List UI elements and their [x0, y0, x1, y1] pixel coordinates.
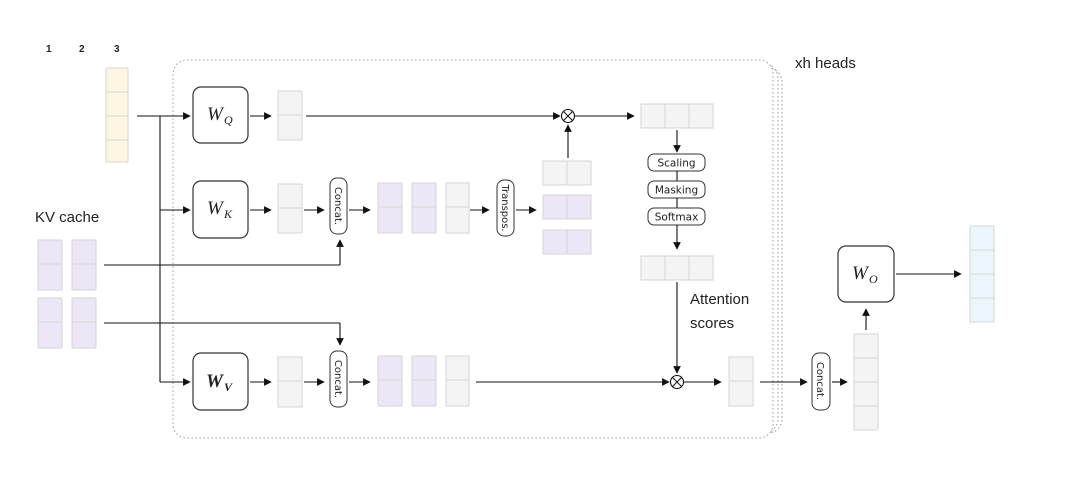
softmax-box: Softmax [647, 207, 706, 226]
q-vector [277, 90, 303, 141]
concat-v-box: Concat. [329, 350, 348, 408]
heads-label: xh heads [795, 55, 856, 72]
wo-sub: O [869, 272, 878, 286]
input-lines [137, 112, 191, 386]
attention-row-top [640, 103, 714, 129]
concat-v-label: Concat. [332, 360, 343, 398]
token-index-3: 3 [114, 44, 120, 55]
attention-scores-line1: Attention [690, 291, 749, 308]
token-index-1: 1 [46, 44, 52, 55]
k-transposed [542, 160, 592, 255]
kv-cache-k [37, 239, 97, 291]
multiply-icon-output [669, 374, 685, 390]
masking-box: Masking [647, 180, 706, 199]
k-concat-result [377, 182, 470, 234]
head-output [728, 356, 754, 407]
wo-box: W O [837, 245, 895, 303]
scaling-box: Scaling [647, 153, 706, 172]
attention-row-bottom [640, 255, 714, 281]
concat-k-label: Concat. [332, 187, 343, 225]
concat-heads-box: Concat. [811, 352, 831, 411]
wo-main: W [852, 263, 870, 284]
concat-heads-label: Concat. [814, 362, 825, 400]
wv-main: W [206, 371, 224, 392]
input-token-column [105, 67, 129, 163]
concatenated-heads [853, 333, 879, 431]
kv-cache-label: KV cache [35, 209, 99, 226]
heads-container [172, 59, 783, 439]
v-vector [277, 356, 303, 408]
scaling-label: Scaling [657, 158, 695, 170]
wk-main: W [207, 198, 225, 219]
v-concat-result [377, 355, 470, 407]
wv-sub: V [224, 380, 233, 394]
token-index-2: 2 [79, 44, 85, 55]
output-column [969, 225, 995, 323]
softmax-label: Softmax [655, 212, 699, 224]
concat-k-box: Concat. [329, 177, 348, 235]
k-vector [277, 183, 303, 234]
attention-scores-line2: scores [690, 315, 734, 332]
transpose-label: Transpos. [499, 183, 510, 231]
kv-cache-v [37, 297, 97, 349]
masking-label: Masking [655, 185, 698, 197]
wv-box: W V [192, 352, 249, 411]
wk-box: W K [192, 180, 249, 239]
multiply-icon-scores [560, 108, 576, 124]
wq-sub: Q [224, 113, 233, 127]
wk-sub: K [223, 207, 233, 221]
wq-main: W [207, 104, 225, 125]
transpose-box: Transpos. [496, 179, 515, 237]
wq-box: W Q [192, 86, 249, 144]
